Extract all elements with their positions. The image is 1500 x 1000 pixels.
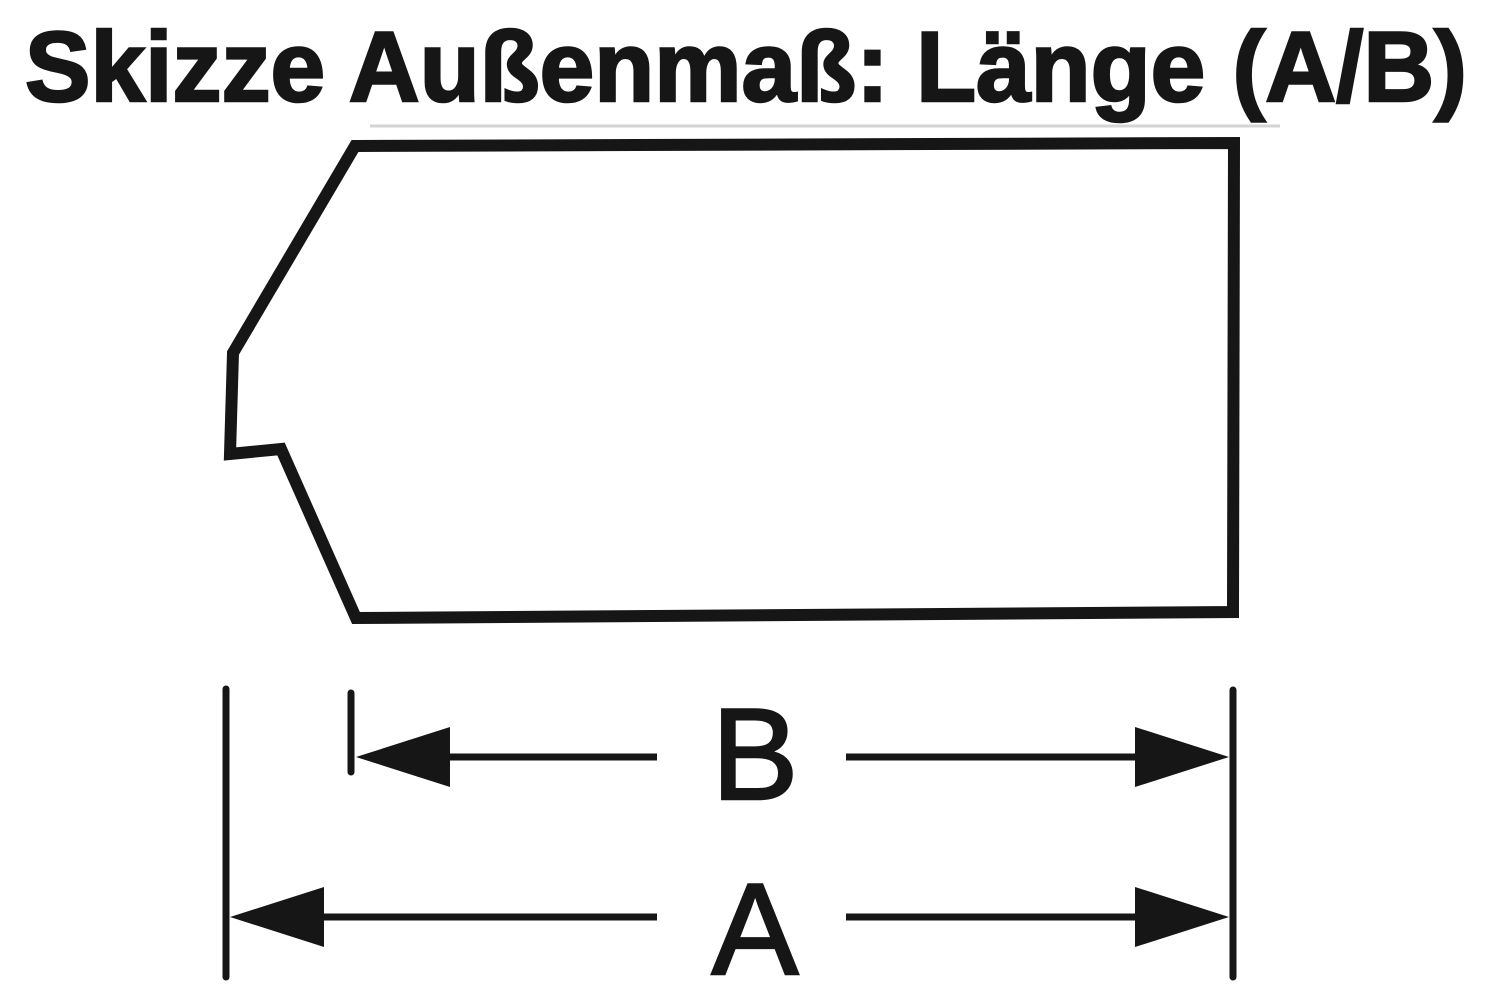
sketch-root: Skizze Außenmaß: Länge (A/B) B A bbox=[24, 10, 1469, 1000]
bin-profile-outline bbox=[223, 136, 1241, 625]
dim-b-arrowhead-left bbox=[356, 727, 450, 787]
dimension-a: A bbox=[222, 685, 1229, 1000]
dim-a-arrowhead-right bbox=[1135, 887, 1229, 947]
page-title: Skizze Außenmaß: Länge (A/B) bbox=[25, 11, 1467, 122]
dim-b-arrowhead-right bbox=[1135, 727, 1229, 787]
dimension-b: B bbox=[347, 680, 1229, 828]
dim-a-arrowhead-left bbox=[230, 887, 324, 947]
dimension-a-label: A bbox=[712, 856, 799, 1000]
dimension-b-label: B bbox=[712, 681, 799, 827]
